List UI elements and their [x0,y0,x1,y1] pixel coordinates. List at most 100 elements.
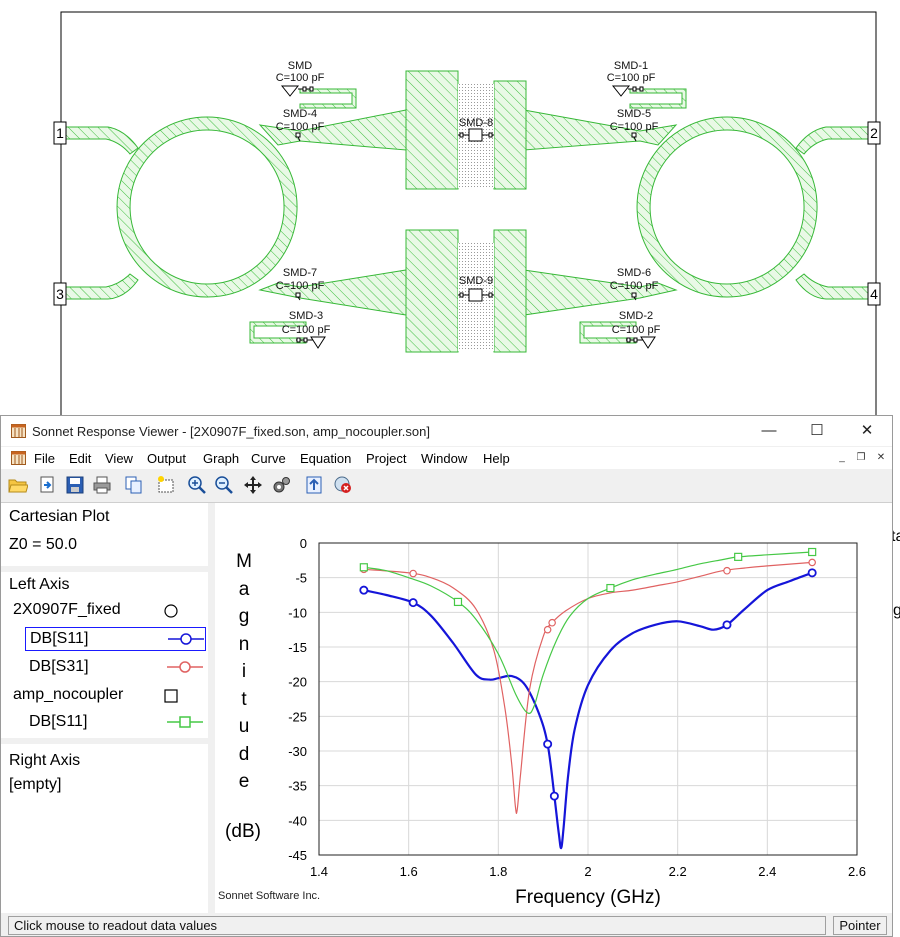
series-2-marker[interactable] [543,625,552,634]
maximize-button[interactable]: ☐ [810,422,824,439]
circuit-layout-canvas[interactable]: 1 2 3 4 SMD C=100 pF SMD-1 C=100 pF SMD-… [0,0,900,415]
menu-equation[interactable]: Equation [300,451,352,466]
import-icon[interactable] [38,475,58,495]
menu-graph[interactable]: Graph [203,451,240,466]
pad-bottom-left [405,229,459,353]
curve-item-selected[interactable]: DB[S11] [25,627,206,651]
smd-1-symbol[interactable] [611,85,644,97]
series-1-marker[interactable] [807,568,817,578]
mdi-minimize-button[interactable]: _ [839,452,845,463]
minimize-button[interactable]: — [761,422,777,439]
zoom-out-icon[interactable] [214,475,234,495]
right-axis-header: Right Axis [9,752,81,769]
response-viewer-window: Sonnet Response Viewer - [2X0907F_fixed.… [0,415,893,937]
smd-symbol[interactable] [280,85,314,97]
smd-1-name: SMD-1 [614,60,648,72]
red-curve-legend-icon [167,661,203,673]
y-axis-label-char: e [238,771,250,792]
series-3-marker[interactable] [453,597,463,607]
y-tick-label: -10 [288,605,307,620]
port-2-box[interactable] [867,121,881,145]
mdi-restore-button[interactable]: ❐ [856,452,866,463]
series-1-marker[interactable] [722,620,732,630]
series-3-marker[interactable] [359,563,368,572]
close-button[interactable]: ✕ [860,422,874,439]
smd-8-symbol[interactable] [458,128,494,142]
x-tick-label: 2.2 [669,864,687,879]
series-3-marker[interactable] [606,583,615,593]
series-2-marker[interactable] [723,566,731,575]
x-tick-label: 2.4 [758,864,776,879]
smd-9-name: SMD-9 [459,275,493,287]
status-message: Click mouse to readout data values [8,916,826,935]
x-tick-label: 2.6 [848,864,866,879]
smd-7-symbol[interactable] [295,292,301,301]
save-icon[interactable] [65,475,85,495]
series-line-2[interactable] [363,561,813,814]
smd-3-symbol[interactable] [296,336,326,349]
series-1-marker[interactable] [408,598,418,608]
zoom-in-icon[interactable] [187,475,207,495]
port-3-box[interactable] [53,282,67,306]
curve-label[interactable]: DB[S11] [29,713,88,730]
stop-icon[interactable] [333,475,353,495]
mdi-close-button[interactable]: ✕ [876,452,886,463]
curve-label[interactable]: DB[S31] [29,658,89,675]
menu-curve[interactable]: Curve [251,451,286,466]
plot-type: Cartesian Plot [9,508,110,525]
chart-grid [318,542,858,856]
y-tick-label: -45 [288,848,307,863]
menu-window[interactable]: Window [421,451,468,466]
plot-right-edge [875,503,892,913]
menu-output[interactable]: Output [147,451,187,466]
series-2-marker[interactable] [548,618,556,627]
y-tick-label: -20 [288,675,307,690]
series-1-marker[interactable] [543,739,553,749]
smd-name: SMD [288,60,313,72]
square-marker-icon [164,689,178,703]
port4-feed [795,273,869,300]
print-icon[interactable] [92,475,112,495]
menu-file[interactable]: File [34,451,55,466]
circle-marker-icon [164,604,178,618]
refresh-icon[interactable] [304,475,324,495]
status-mode[interactable]: Pointer [833,916,887,935]
pan-icon[interactable] [243,475,263,495]
y-axis-unit: (dB) [225,821,261,842]
settings-icon[interactable] [271,475,291,495]
smd-6-symbol[interactable] [631,292,637,301]
title-bar[interactable]: Sonnet Response Viewer - [2X0907F_fixed.… [1,416,892,446]
select-icon[interactable] [156,475,176,495]
y-axis-label-char: d [238,743,250,765]
port-4-box[interactable] [867,282,881,306]
project-name-2[interactable]: amp_nocoupler [13,686,124,703]
menu-view[interactable]: View [105,451,133,466]
series-2-marker[interactable] [409,569,417,578]
open-icon[interactable] [8,475,28,495]
series-line-1[interactable] [363,571,813,850]
series-1-marker[interactable] [549,791,559,801]
series-1-marker[interactable] [359,585,369,595]
menu-project[interactable]: Project [366,451,407,466]
background-text-2: g [893,602,900,619]
series-3-marker[interactable] [808,547,817,557]
smd-9-symbol[interactable] [458,288,494,302]
port-3-label: 3 [56,286,64,302]
y-axis-label-char: t [241,688,247,710]
port-1-box[interactable] [53,121,67,145]
smd-2-symbol[interactable] [626,336,656,349]
project-name-1[interactable]: 2X0907F_fixed [13,601,121,618]
series-2-marker[interactable] [808,558,816,567]
series-3-marker[interactable] [734,552,743,561]
right-axis-value: [empty] [9,776,62,793]
menu-edit[interactable]: Edit [69,451,92,466]
doc-icon[interactable] [11,451,26,465]
smd-4-symbol[interactable] [295,132,301,142]
port1-feed [65,126,139,155]
copy-icon[interactable] [124,475,144,495]
smd-5-symbol[interactable] [631,132,637,142]
menu-help[interactable]: Help [483,451,510,466]
